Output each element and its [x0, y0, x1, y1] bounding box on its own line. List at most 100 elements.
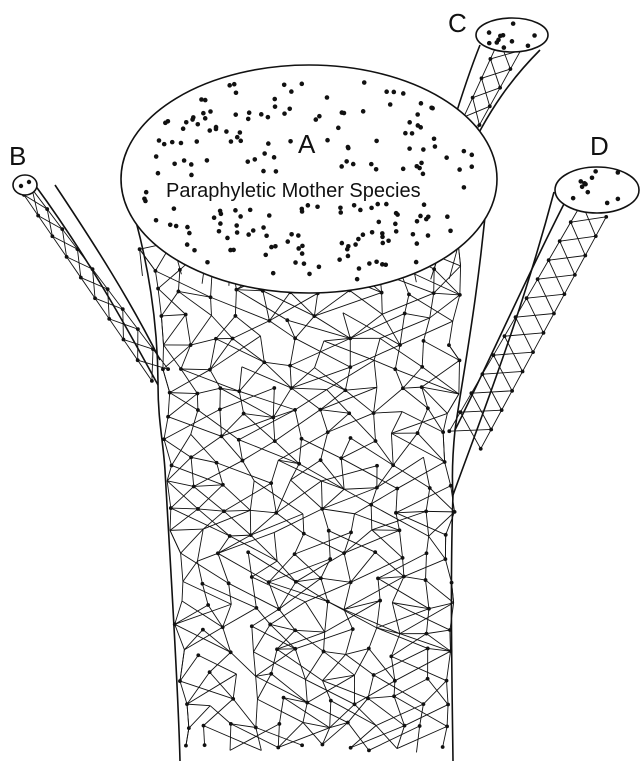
- population-dot: [187, 231, 192, 236]
- network-node: [293, 628, 297, 632]
- network-edge: [168, 393, 170, 417]
- network-edge: [321, 432, 328, 460]
- network-node: [425, 551, 429, 555]
- network-edge: [232, 338, 264, 362]
- network-edge: [242, 461, 254, 481]
- population-dot: [288, 139, 293, 144]
- network-edge: [322, 654, 345, 680]
- network-edge: [354, 649, 368, 676]
- network-edge: [395, 651, 451, 681]
- network-node: [458, 410, 462, 414]
- network-edge: [345, 390, 373, 413]
- network-edge: [187, 704, 189, 728]
- network-node: [241, 459, 245, 463]
- network-edge: [395, 345, 400, 369]
- network-edge: [244, 414, 274, 418]
- network-node: [444, 533, 448, 537]
- network-node: [450, 581, 454, 585]
- network-node: [322, 650, 326, 654]
- network-node: [201, 582, 205, 586]
- population-dot: [353, 242, 358, 247]
- network-node: [254, 726, 258, 730]
- network-node: [209, 295, 213, 299]
- population-dot: [395, 212, 400, 217]
- population-dot: [225, 236, 230, 241]
- network-node: [150, 379, 154, 383]
- network-edge: [170, 508, 171, 530]
- population-dot: [375, 202, 380, 207]
- network-node: [216, 551, 220, 555]
- network-edge: [251, 535, 277, 561]
- network-node: [424, 578, 428, 582]
- network-edge: [344, 488, 377, 490]
- network-node: [395, 487, 399, 491]
- network-edge: [239, 367, 242, 391]
- network-edge: [324, 651, 355, 675]
- network-node: [349, 436, 353, 440]
- network-node: [441, 430, 445, 434]
- network-edge: [244, 414, 275, 442]
- network-node: [293, 408, 297, 412]
- network-edge: [392, 603, 450, 630]
- population-dot: [616, 170, 621, 175]
- network-edge: [278, 724, 279, 748]
- network-edge: [377, 609, 429, 628]
- network-edge: [170, 393, 198, 410]
- network-edge: [270, 624, 295, 648]
- network-edge: [341, 438, 350, 458]
- network-edge: [189, 706, 210, 728]
- population-dot: [605, 201, 610, 206]
- population-dot: [156, 171, 161, 176]
- population-dot: [189, 162, 194, 167]
- network-node: [481, 372, 485, 376]
- network-node: [218, 386, 222, 390]
- network-edge: [394, 681, 395, 696]
- population-dot: [444, 155, 449, 160]
- population-dot: [376, 220, 381, 225]
- population-dot: [296, 246, 301, 251]
- network-edge: [158, 289, 161, 316]
- network-edge: [341, 441, 375, 458]
- network-edge: [320, 390, 345, 409]
- population-dot: [384, 89, 389, 94]
- network-node: [420, 385, 424, 389]
- network-edge: [242, 441, 274, 460]
- label-c: C: [448, 8, 467, 38]
- label-mother-species: Paraphyletic Mother Species: [166, 180, 421, 202]
- population-dot: [346, 145, 351, 150]
- network-edge: [374, 413, 376, 441]
- population-dot: [532, 33, 537, 38]
- population-dot: [369, 206, 374, 211]
- network-node: [271, 416, 275, 420]
- network-edge: [491, 410, 501, 429]
- network-node: [285, 318, 289, 322]
- network-edge: [230, 724, 231, 750]
- network-node: [432, 291, 436, 295]
- population-dot: [432, 136, 437, 141]
- network-edge: [377, 457, 424, 487]
- network-edge: [355, 681, 395, 704]
- network-node: [369, 503, 373, 507]
- population-dot: [229, 139, 234, 144]
- network-node: [447, 343, 451, 347]
- network-edge: [210, 370, 220, 389]
- network-node: [93, 296, 97, 300]
- network-edge: [374, 338, 380, 360]
- network-node: [416, 431, 420, 435]
- network-edge: [220, 409, 222, 436]
- network-edge: [575, 256, 585, 275]
- network-edge: [239, 391, 295, 410]
- population-dot: [201, 111, 206, 116]
- network-node: [65, 255, 69, 259]
- population-dot: [214, 125, 219, 130]
- network-node: [91, 267, 95, 271]
- population-dot: [317, 114, 322, 119]
- network-edge: [217, 463, 272, 483]
- network-node: [187, 726, 191, 730]
- population-dot: [433, 144, 438, 149]
- network-node: [203, 743, 207, 747]
- network-edge: [443, 726, 447, 747]
- population-dot: [355, 277, 360, 282]
- network-edge: [512, 371, 522, 390]
- population-dot: [362, 80, 367, 85]
